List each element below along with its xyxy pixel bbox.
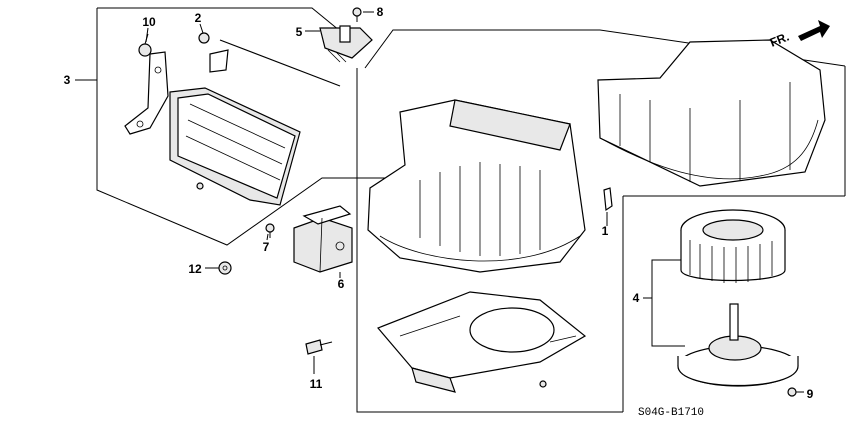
callout-1: 1 xyxy=(602,224,609,238)
leader-lines xyxy=(75,11,804,393)
part-7-screw xyxy=(265,223,275,238)
group-outline-filter xyxy=(96,7,395,246)
callout-12: 12 xyxy=(188,262,202,276)
part-10-clip xyxy=(138,33,152,57)
part-1-clip xyxy=(603,187,613,222)
callout-8: 8 xyxy=(377,5,384,19)
callout-11: 11 xyxy=(310,377,323,391)
bottom-cover-plate xyxy=(376,291,587,393)
callout-3: 3 xyxy=(64,73,71,87)
front-direction-indicator: FR. xyxy=(768,20,830,50)
arrow-right-icon xyxy=(798,20,830,41)
resistor-part xyxy=(319,25,373,63)
callout-10: 10 xyxy=(142,15,156,29)
blower-case-lower xyxy=(367,99,586,273)
part-11-screw xyxy=(305,339,333,355)
part-12-nut xyxy=(218,261,232,275)
fan-wheel-part xyxy=(680,209,786,283)
filter-lid-part xyxy=(169,87,301,206)
filter-rod-part xyxy=(209,39,341,87)
filter-screw-small xyxy=(196,182,204,190)
callout-6: 6 xyxy=(338,277,345,291)
callout-9: 9 xyxy=(807,387,814,401)
actuator-part xyxy=(293,205,353,273)
blower-case-upper xyxy=(597,39,826,187)
callout-2: 2 xyxy=(195,11,202,25)
motor-part xyxy=(677,303,799,387)
plate-screw xyxy=(539,380,547,388)
callout-5: 5 xyxy=(296,25,303,39)
callout-4: 4 xyxy=(633,291,640,305)
group-outline-housing xyxy=(356,29,846,413)
filter-lever-part xyxy=(124,51,169,135)
callout-7: 7 xyxy=(263,240,270,254)
direction-label: FR. xyxy=(768,30,791,50)
diagram-code: S04G-B1710 xyxy=(638,407,704,419)
part-8-screw xyxy=(352,7,362,22)
part-9-screw xyxy=(787,387,797,397)
part-2-clip xyxy=(198,23,210,44)
